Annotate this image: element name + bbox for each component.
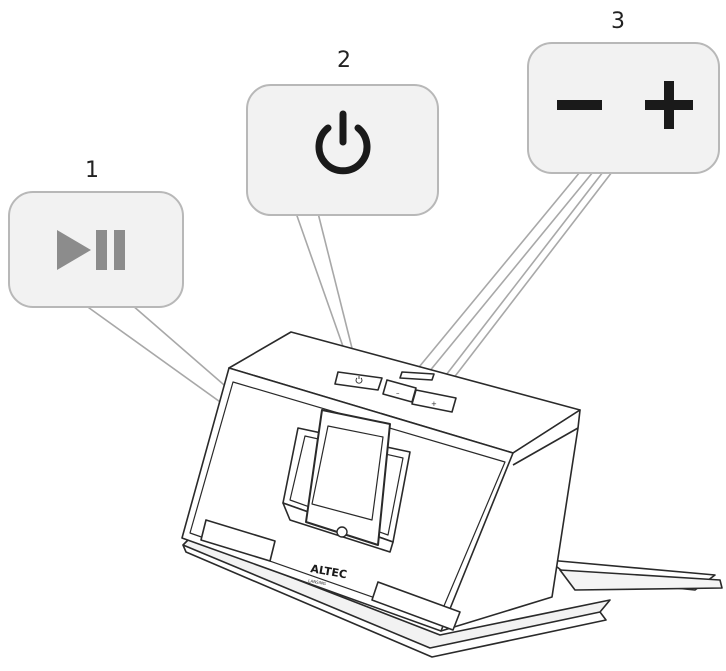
brand-subtext: LANSING (308, 578, 326, 586)
speaker-device: ALTEC LANSING – + (181, 331, 723, 658)
grille-right (371, 581, 461, 631)
callout-box-1 (8, 191, 184, 308)
phone-home-button (336, 526, 348, 538)
volume-minus-label: – (396, 389, 400, 397)
volume-plus-label: + (431, 400, 437, 408)
play-pause-icon (57, 230, 125, 270)
volume-plus-button[interactable] (411, 389, 457, 413)
callout-number-1: 1 (85, 158, 99, 183)
brand-text: ALTEC (309, 562, 347, 581)
volume-minus-plus-icon (557, 81, 693, 129)
leader-lines (84, 171, 613, 491)
power-button[interactable] (334, 371, 383, 391)
grille-left (200, 519, 276, 562)
callout-number-2: 2 (337, 48, 351, 73)
top-buttons (334, 371, 457, 413)
power-icon-small (355, 377, 363, 384)
power-icon (315, 110, 371, 175)
callout-number-3: 3 (611, 9, 625, 34)
brand-logo: ALTEC LANSING (308, 562, 348, 586)
callout-box-3 (527, 42, 720, 174)
callout-box-2 (246, 84, 439, 216)
